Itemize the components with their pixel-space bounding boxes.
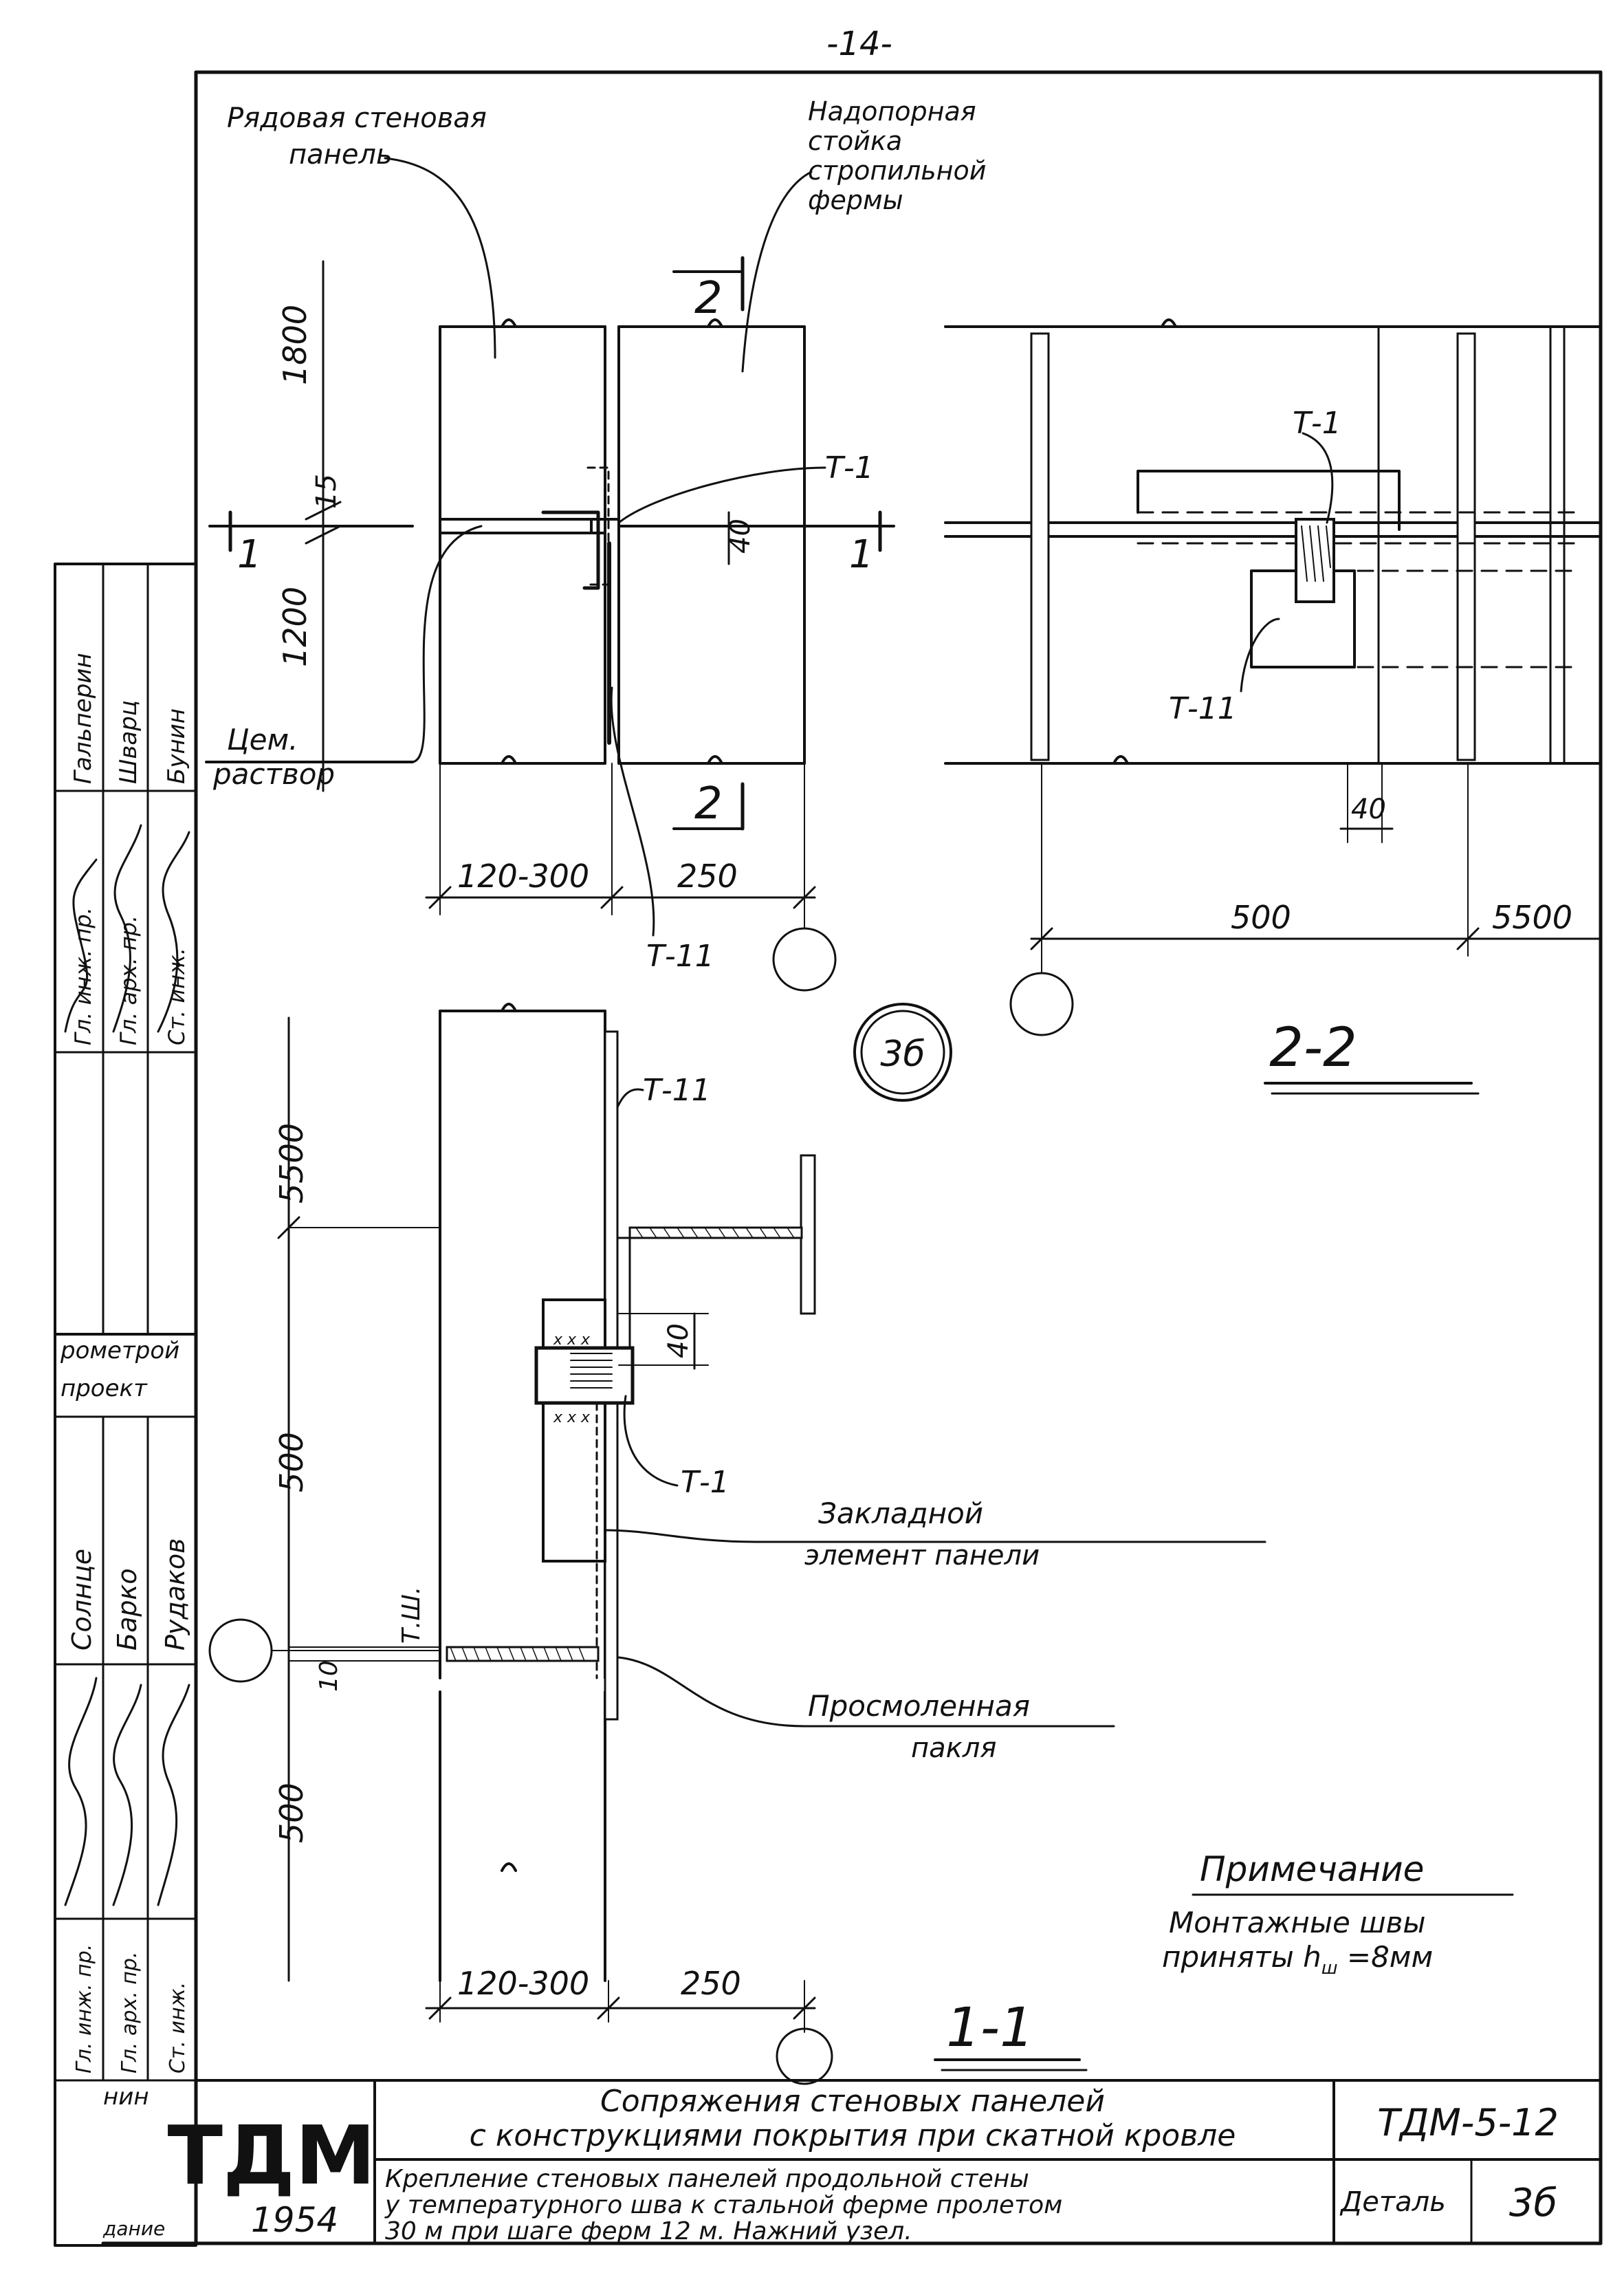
section-title-2-2: 2-2 (1269, 1017, 1357, 1079)
stamp-name-6: Рудаков (160, 1538, 190, 1651)
dim-5500-section22: 5500 (1492, 899, 1572, 936)
title-sub-1: Крепление стеновых панелей продольной ст… (385, 2165, 1029, 2193)
dim-40-section22: 40 (1351, 794, 1386, 825)
section-mark-2-bottom: 2 (694, 779, 723, 829)
axis-bubble-1 (772, 927, 837, 992)
dim-120-300-elev: 120-300 (457, 858, 589, 895)
dim-1800: 1800 (276, 305, 314, 385)
note-title: Примечание (1200, 1849, 1424, 1889)
title-logo: ТДМ (167, 2108, 375, 2203)
note-line-2: приняты hш =8мм (1162, 1940, 1433, 1979)
label-tsh: Т.Ш. (397, 1587, 426, 1644)
label-panel-row-1: Рядовая стеновая (227, 102, 487, 134)
detail-circle-outer (853, 1003, 952, 1102)
label-t1-elev: Т-1 (825, 450, 874, 486)
detail-circle-label: 3б (880, 1034, 925, 1075)
title-block: ТДМ 1954 Сопряжения стеновых панелей с к… (167, 2079, 1602, 2245)
title-year: 1954 (251, 2200, 338, 2240)
title-sub-2: у температурного шва к стальной ферме пр… (384, 2191, 1062, 2219)
stamp-name-3: Бунин (163, 708, 190, 784)
label-truss-post-2: стойка (808, 126, 902, 156)
title-sub-3: 30 м при шаге ферм 12 м. Нажний узел. (385, 2217, 912, 2245)
section-title-1-1: 1-1 (946, 1997, 1033, 2059)
stamp-misc-2: дание (102, 2217, 165, 2240)
page-number: -14- (826, 25, 892, 63)
section-1-1-view: x x x x x x 5500 500 500 10 Т.Ш. 40 120-… (208, 1003, 1266, 2085)
dim-10-section11: 10 (315, 1660, 343, 1692)
signatures-bottom (64, 1677, 190, 1906)
section-2-2-view: Т-1 Т-11 40 500 5500 2-2 (944, 318, 1602, 1095)
label-truss-post-3: стропильной (808, 155, 986, 186)
stamp-name-4: Солнце (67, 1549, 97, 1651)
dim-250-elev: 250 (677, 858, 738, 895)
elevation-view: 1 1 2 2 1800 15 1200 40 120-300 250 Рядо… (205, 96, 986, 992)
weld-x-1: x x x (553, 1331, 591, 1349)
dim-250-section11: 250 (681, 1965, 741, 2002)
label-t11-elev: Т-11 (646, 939, 714, 974)
note-block: Примечание Монтажные швы приняты hш =8мм (1162, 1849, 1514, 1979)
stamp-org-2: проект (61, 1375, 148, 1402)
dim-1200: 1200 (276, 587, 314, 667)
label-panel-row-2: панель (289, 139, 393, 171)
label-t11-section22: Т-11 (1169, 691, 1237, 726)
approval-stamp: Гл. инж. пр. Гл. арх. пр. Ст. инж. Гальп… (54, 563, 197, 2247)
dim-5500-section11: 5500 (273, 1123, 310, 1204)
label-truss-post-1: Надопорная (808, 96, 976, 127)
stamp-misc-1: нин (103, 2083, 149, 2111)
section-mark-1-left: 1 (237, 532, 262, 577)
stamp-name-5: Барко (112, 1568, 142, 1651)
label-tarred-2: пакля (911, 1732, 996, 1764)
title-line-1: Сопряжения стеновых панелей (600, 2084, 1105, 2119)
label-t11-section11: Т-11 (643, 1073, 711, 1108)
stamp-org-1: рометрой (60, 1337, 179, 1364)
axis-bubble-2 (1009, 972, 1074, 1036)
drawing-code: ТДМ-5-12 (1377, 2101, 1559, 2144)
section-mark-1-right: 1 (849, 532, 874, 577)
label-truss-post-4: фермы (808, 185, 903, 215)
detail-circle-inner (860, 1010, 945, 1095)
stamp-position-4: Гл. инж. пр. (72, 1944, 96, 2073)
detail-number: 3б (1509, 2181, 1557, 2225)
label-cement-1: Цем. (227, 723, 298, 756)
dim-40-elev: 40 (725, 519, 756, 554)
note-line-1: Монтажные швы (1169, 1906, 1426, 1939)
dim-120-300-section11: 120-300 (457, 1965, 589, 2002)
axis-bubble-4 (776, 2027, 833, 2085)
label-embedded-1: Закладной (818, 1496, 983, 1530)
stamp-position-5: Гл. арх. пр. (118, 1952, 142, 2073)
dim-40-section11: 40 (663, 1323, 694, 1358)
title-line-2: с конструкциями покрытия при скатной кро… (470, 2118, 1236, 2153)
label-t1-section11: Т-1 (681, 1465, 729, 1500)
label-tarred-1: Просмоленная (808, 1689, 1030, 1723)
detail-label: Деталь (1339, 2186, 1446, 2218)
label-embedded-2: элемент панели (804, 1540, 1040, 1571)
weld-x-2: x x x (553, 1409, 591, 1426)
dim-500-section11-b: 500 (273, 1783, 310, 1843)
stamp-name-1: Гальперин (69, 653, 97, 784)
dim-15: 15 (311, 474, 342, 509)
label-t1-section22: Т-1 (1293, 406, 1341, 441)
stamp-position-6: Ст. инж. (166, 1982, 190, 2073)
signatures-top (64, 824, 190, 1033)
section-mark-2-top: 2 (694, 273, 723, 324)
dim-500-section11-a: 500 (273, 1432, 310, 1492)
stamp-position-1: Гл. инж. пр. (70, 907, 96, 1045)
stamp-name-2: Шварц (115, 700, 142, 784)
dim-500-section22: 500 (1231, 899, 1291, 936)
